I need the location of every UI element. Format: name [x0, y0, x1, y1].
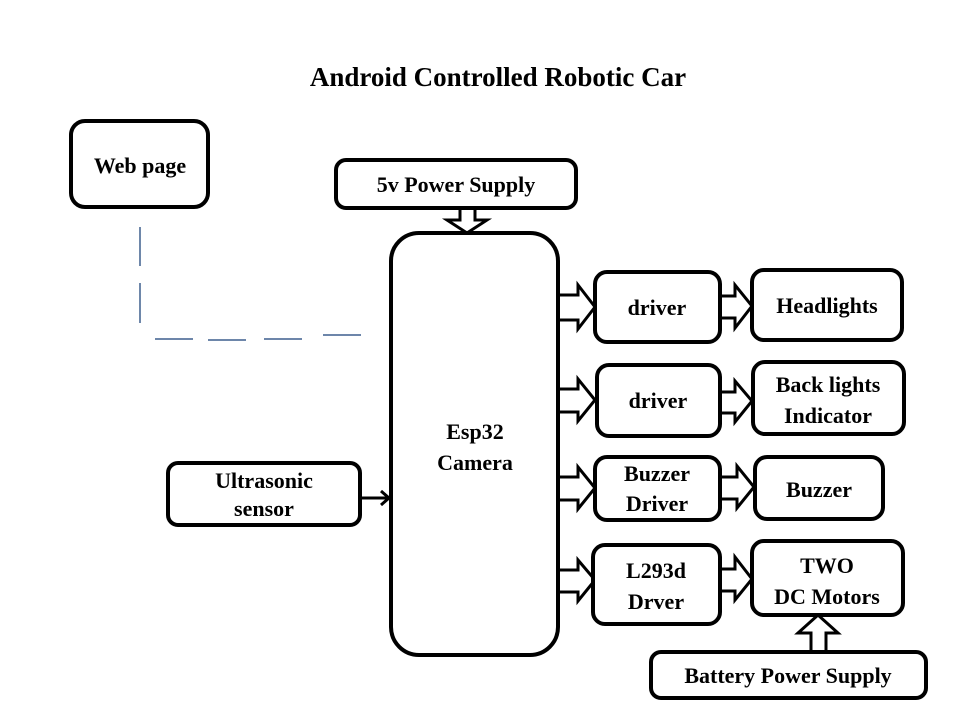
block-l293d-driver: L293d Drver [591, 543, 722, 626]
block-two-dc-motors: TWO DC Motors [750, 539, 905, 617]
block-label: sensor [234, 496, 294, 521]
block-label: Battery Power Supply [684, 663, 891, 688]
block-label: driver [629, 388, 688, 413]
block-label: Buzzer [624, 461, 690, 486]
block-label: Drver [628, 589, 684, 614]
block-driver-backlights: driver [595, 363, 722, 438]
block-arrow-esp32-to-buzzer-driver [556, 462, 597, 514]
block-label: Web page [94, 153, 187, 178]
block-headlights: Headlights [750, 268, 904, 342]
block-esp32-camera: Esp32 Camera [389, 231, 560, 657]
wireless-link-dashed [139, 227, 361, 341]
block-ultrasonic-sensor: Ultrasonic sensor [166, 461, 362, 527]
block-label: TWO [800, 553, 854, 578]
block-label: Back lights [776, 372, 881, 397]
block-arrow-esp32-to-l293d [556, 555, 597, 606]
block-arrow-driver1-to-headlights [718, 280, 754, 333]
block-arrow-l293d-to-motors [718, 552, 754, 605]
block-arrow-buzzer-driver-to-buzzer [718, 461, 756, 513]
block-driver-headlights: driver [593, 270, 722, 344]
block-arrow-power-to-esp32 [441, 206, 493, 235]
block-arrow-esp32-to-driver2 [556, 374, 597, 426]
block-buzzer: Buzzer [753, 455, 885, 521]
block-label: Indicator [784, 403, 872, 428]
arrow-ultrasonic-to-esp32 [360, 489, 392, 507]
block-arrow-battery-to-motors [794, 612, 842, 654]
block-arrow-driver2-to-backlights [718, 376, 754, 427]
block-label: DC Motors [774, 584, 880, 609]
block-label: Driver [626, 491, 689, 516]
block-arrow-esp32-to-driver1 [556, 280, 597, 334]
block-label: Headlights [776, 293, 878, 318]
block-label: Esp32 [446, 419, 503, 444]
block-5v-power-supply: 5v Power Supply [334, 158, 578, 210]
block-label: 5v Power Supply [377, 172, 536, 197]
block-back-lights-indicator: Back lights Indicator [751, 360, 906, 436]
block-label: L293d [626, 558, 686, 583]
block-label: Buzzer [786, 477, 852, 502]
block-label: Camera [437, 450, 513, 475]
block-battery-power-supply: Battery Power Supply [649, 650, 928, 700]
block-web-page: Web page [69, 119, 210, 209]
block-label: Ultrasonic [215, 468, 313, 493]
diagram-title: Android Controlled Robotic Car [310, 62, 686, 92]
block-buzzer-driver: Buzzer Driver [593, 455, 722, 522]
block-label: driver [628, 295, 687, 320]
